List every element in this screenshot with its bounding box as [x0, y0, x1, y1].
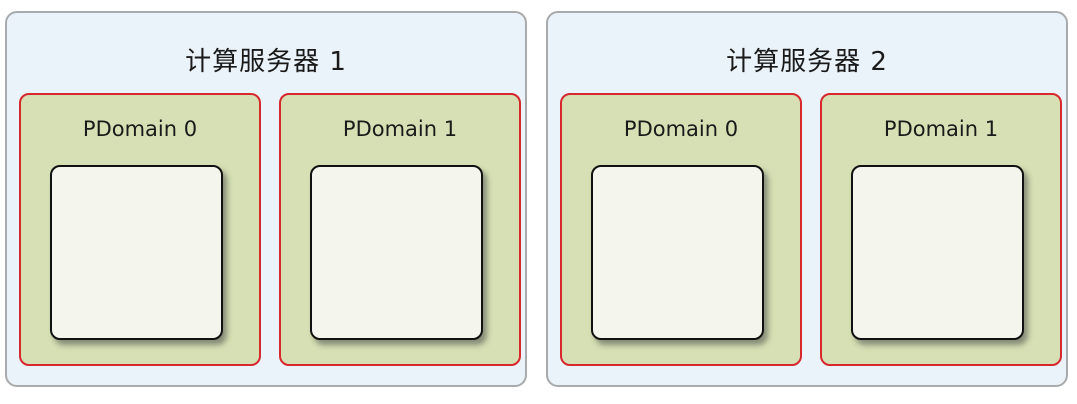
server-1-pdomain-0-box	[50, 165, 223, 340]
server-2-pdomain-0: PDomain 0	[560, 93, 802, 366]
server-1-pdomain-0: PDomain 0	[19, 93, 261, 366]
server-1-pdomain-1-box	[310, 165, 483, 340]
server-2-pdomain-0-box	[591, 165, 764, 340]
server-1-pdomain-1-label: PDomain 1	[342, 117, 458, 141]
server-2-pdomain-1-label: PDomain 1	[883, 117, 999, 141]
compute-server-1: 计算服务器 1 PDomain 0 PDomain 1	[5, 11, 527, 387]
server-2-pdomain-1: PDomain 1	[820, 93, 1062, 366]
server-1-pdomain-1: PDomain 1	[279, 93, 521, 366]
compute-server-2-title: 计算服务器 2	[726, 47, 888, 77]
server-2-pdomain-0-label: PDomain 0	[623, 117, 739, 141]
compute-server-2: 计算服务器 2 PDomain 0 PDomain 1	[546, 11, 1068, 387]
server-2-pdomain-1-box	[851, 165, 1024, 340]
compute-server-1-title: 计算服务器 1	[185, 47, 347, 77]
server-1-pdomain-0-label: PDomain 0	[82, 117, 198, 141]
